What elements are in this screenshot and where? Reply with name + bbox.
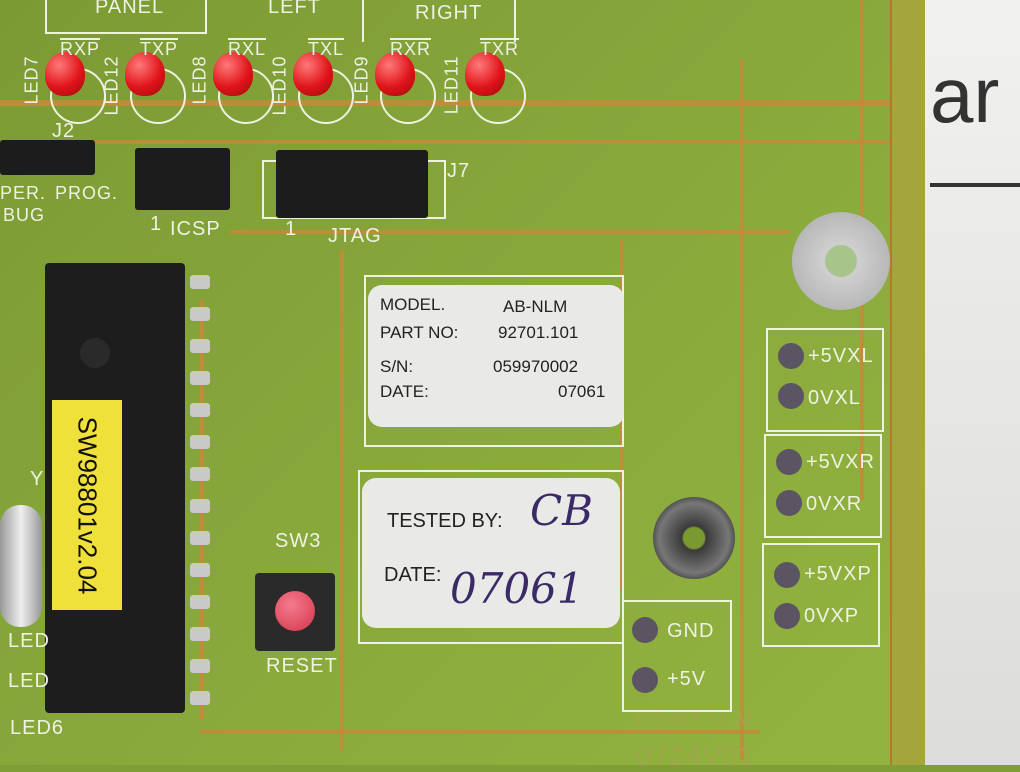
- led-rxp: [45, 52, 85, 96]
- date-value: 07061: [558, 382, 606, 401]
- terminal-0vxl: 0VXL: [808, 387, 861, 409]
- led-txl: [293, 52, 333, 96]
- silk-led: LED: [8, 630, 50, 652]
- terminal-gnd: GND: [667, 620, 715, 642]
- silk-led: LED: [8, 670, 50, 692]
- silk-j2: J2: [52, 120, 76, 142]
- terminal-0vxr: 0VXR: [806, 493, 863, 515]
- mounting-washer: [792, 212, 890, 310]
- chip-pin: [190, 275, 210, 289]
- pcb-board: PANEL LEFT RIGHT RXP LED7 TXP LED12 RXL …: [0, 0, 925, 771]
- chip-pin: [190, 691, 210, 705]
- silk-prog: PROG.: [55, 183, 119, 203]
- chip-pin: [190, 403, 210, 417]
- chip-pin: [190, 563, 210, 577]
- jtag-header: [276, 150, 428, 218]
- board-edge: [890, 0, 927, 765]
- tested-by-value: CB: [530, 486, 593, 535]
- silk-led-ref: LED9: [351, 55, 372, 105]
- firmware-label: SW98801v2.04: [52, 400, 122, 610]
- silk-panel: PANEL: [95, 0, 165, 18]
- board-revision: 0724V01: [636, 740, 756, 771]
- chip-pin: [190, 627, 210, 641]
- chip-pin: [190, 339, 210, 353]
- model-value: AB-NLM: [503, 297, 568, 316]
- silk-led-ref: LED10: [269, 55, 290, 116]
- mounting-washer: [653, 497, 735, 579]
- terminal-0vxp: 0VXP: [804, 605, 860, 627]
- test-date-value: 07061: [450, 564, 584, 613]
- board-name: RS485 NLM: [636, 709, 754, 731]
- silk-right: RIGHT: [415, 2, 483, 24]
- silk-led-signal: TXR: [480, 38, 519, 59]
- silk-led-ref: LED11: [441, 55, 462, 115]
- chip-pin: [190, 467, 210, 481]
- test-date-key: DATE:: [384, 564, 442, 586]
- sn-key: S/N:: [380, 357, 414, 376]
- silk-oper: PER.: [0, 183, 47, 203]
- silk-led-signal: RXL: [228, 38, 267, 59]
- reset-button[interactable]: [255, 573, 335, 651]
- chip-pin: [190, 371, 210, 385]
- background-paper: ar: [925, 0, 1020, 765]
- chip-pin: [190, 595, 210, 609]
- part-key: PART NO:: [380, 323, 459, 342]
- chip-pin: [190, 307, 210, 321]
- chip-pin: [190, 435, 210, 449]
- silk-pin1: 1: [150, 213, 163, 235]
- silk-jtag: JTAG: [328, 225, 382, 247]
- sn-value: 059970002: [493, 357, 579, 376]
- led-rxl: [213, 52, 253, 96]
- silk-sw3: SW3: [275, 530, 322, 552]
- date-key: DATE:: [380, 382, 429, 401]
- silk-led-signal: RXR: [390, 38, 432, 59]
- led-txp: [125, 52, 165, 96]
- silk-led-ref: LED12: [101, 55, 122, 116]
- chip-pin: [190, 531, 210, 545]
- silk-led-ref: LED7: [21, 55, 42, 105]
- terminal-5v: +5V: [667, 668, 707, 690]
- silk-icsp: ICSP: [170, 218, 221, 240]
- silk-led-signal: RXP: [60, 38, 101, 59]
- silk-led-signal: TXP: [140, 38, 179, 59]
- crystal: [0, 505, 42, 627]
- terminal-5vxp: +5VXP: [804, 563, 872, 585]
- silk-pin1: 1: [285, 218, 298, 240]
- background-text: ar: [930, 51, 1000, 139]
- firmware-version: SW98801v2.04: [72, 416, 103, 595]
- silk-led-ref: LED8: [189, 55, 210, 105]
- silk-left: LEFT: [268, 0, 321, 18]
- model-label: MODEL. AB-NLM PART NO: 92701.101 S/N: 05…: [368, 285, 624, 427]
- silk-led-signal: TXL: [308, 38, 345, 59]
- silk-reset: RESET: [266, 655, 338, 677]
- tested-by-key: TESTED BY:: [387, 510, 503, 532]
- test-label: TESTED BY: CB DATE: 07061: [362, 478, 620, 628]
- chip-pin: [190, 499, 210, 513]
- j2-header: [0, 140, 95, 175]
- terminal-5vxr: +5VXR: [806, 451, 875, 473]
- silk-j7: J7: [447, 160, 471, 182]
- model-key: MODEL.: [380, 295, 446, 314]
- silk-led6: LED6: [10, 717, 65, 739]
- terminal-5vxl: +5VXL: [808, 345, 874, 367]
- led-txr: [465, 52, 505, 96]
- silk-bug: BUG: [3, 205, 46, 225]
- chip-pin: [190, 659, 210, 673]
- led-rxr: [375, 52, 415, 96]
- silk-crystal: Y: [30, 468, 45, 490]
- part-value: 92701.101: [498, 323, 579, 342]
- icsp-header: [135, 148, 230, 210]
